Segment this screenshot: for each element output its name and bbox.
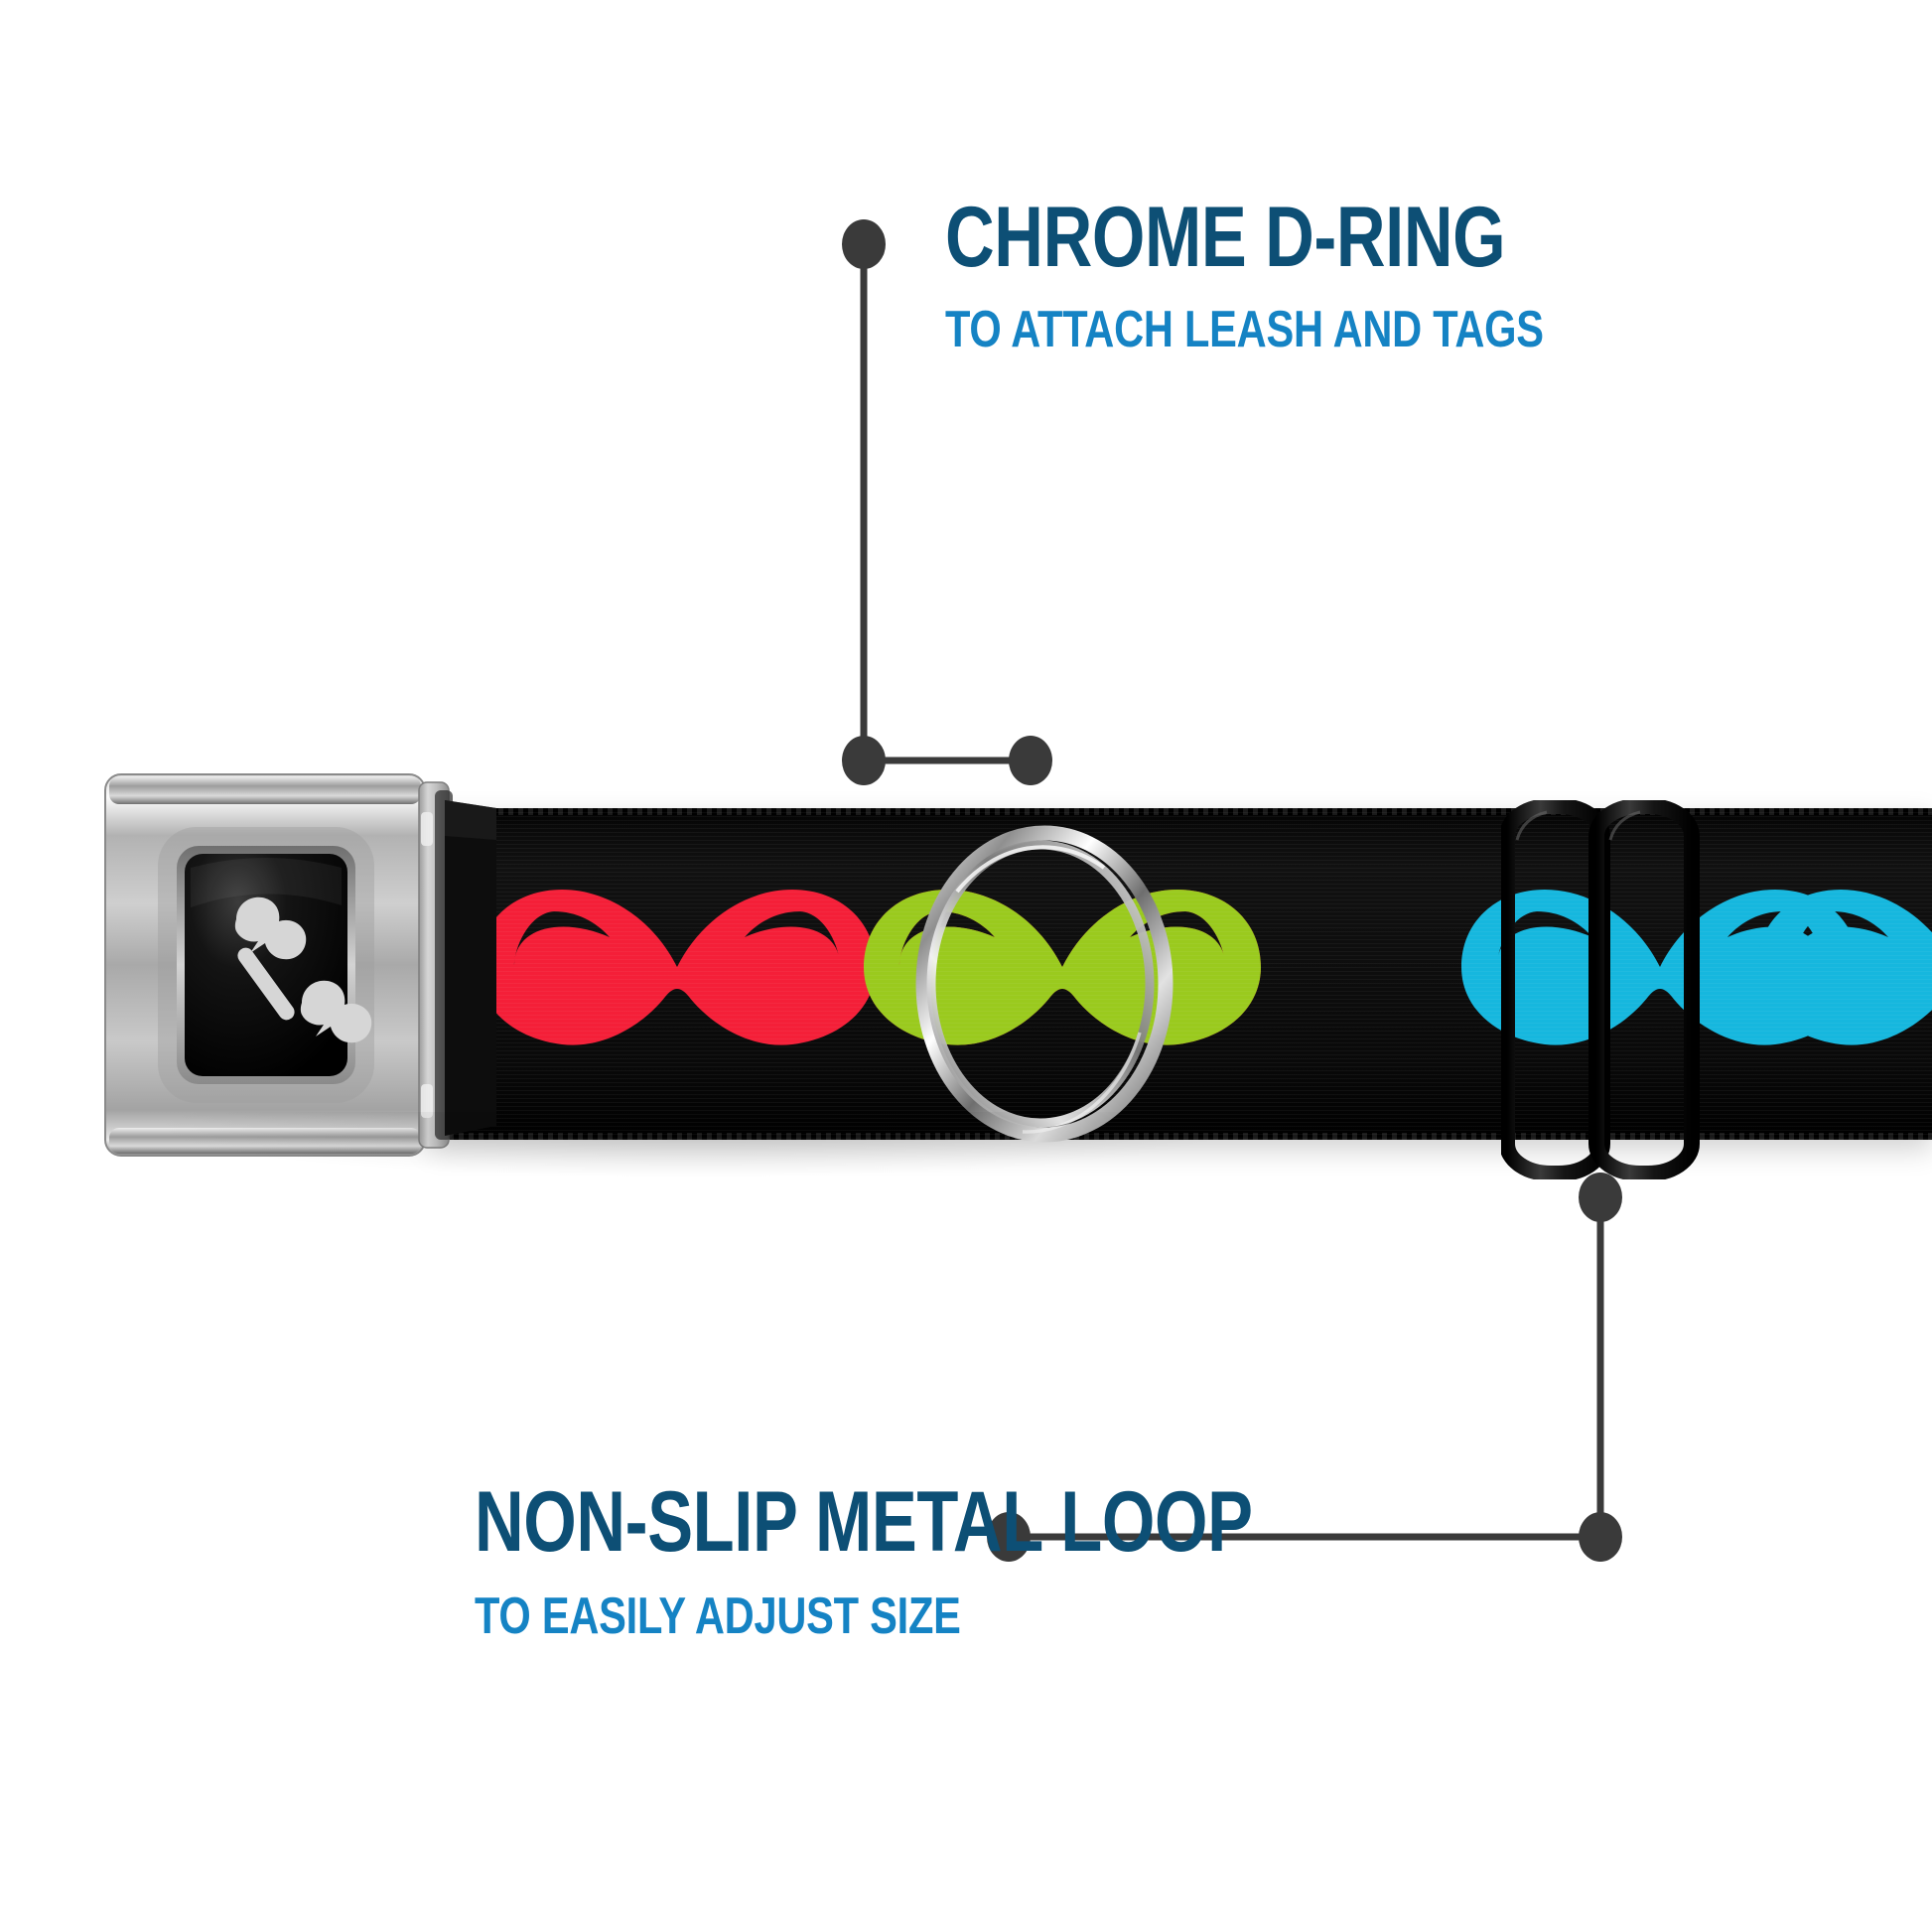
callout-chrome-d-ring: CHROME D-RING TO ATTACH LEASH AND TAGS	[945, 195, 1694, 355]
callout-subtitle-chrome-d-ring: TO ATTACH LEASH AND TAGS	[945, 301, 1544, 358]
callout-title-chrome-d-ring: CHROME D-RING	[945, 190, 1506, 285]
callout-subtitle-non-slip-metal-loop: TO EASILY ADJUST SIZE	[475, 1587, 961, 1645]
mustache-motif-red	[479, 890, 876, 1045]
chrome-seatbelt-buckle[interactable]	[99, 757, 496, 1173]
callout-title-non-slip-metal-loop: NON-SLIP METAL LOOP	[475, 1474, 1253, 1570]
callout-non-slip-metal-loop: NON-SLIP METAL LOOP TO EASILY ADJUST SIZ…	[475, 1479, 1448, 1642]
chrome-d-ring[interactable]	[905, 820, 1183, 1148]
strap-edge-bottom	[429, 1133, 1932, 1140]
dog-bone-logo	[234, 897, 372, 1043]
non-slip-metal-loop[interactable]	[1499, 798, 1700, 1181]
strap-edge-top	[429, 808, 1932, 815]
mustache-motif-cyan-1	[1461, 890, 1859, 1045]
mustache-motif-cyan-2	[1757, 890, 1932, 1045]
